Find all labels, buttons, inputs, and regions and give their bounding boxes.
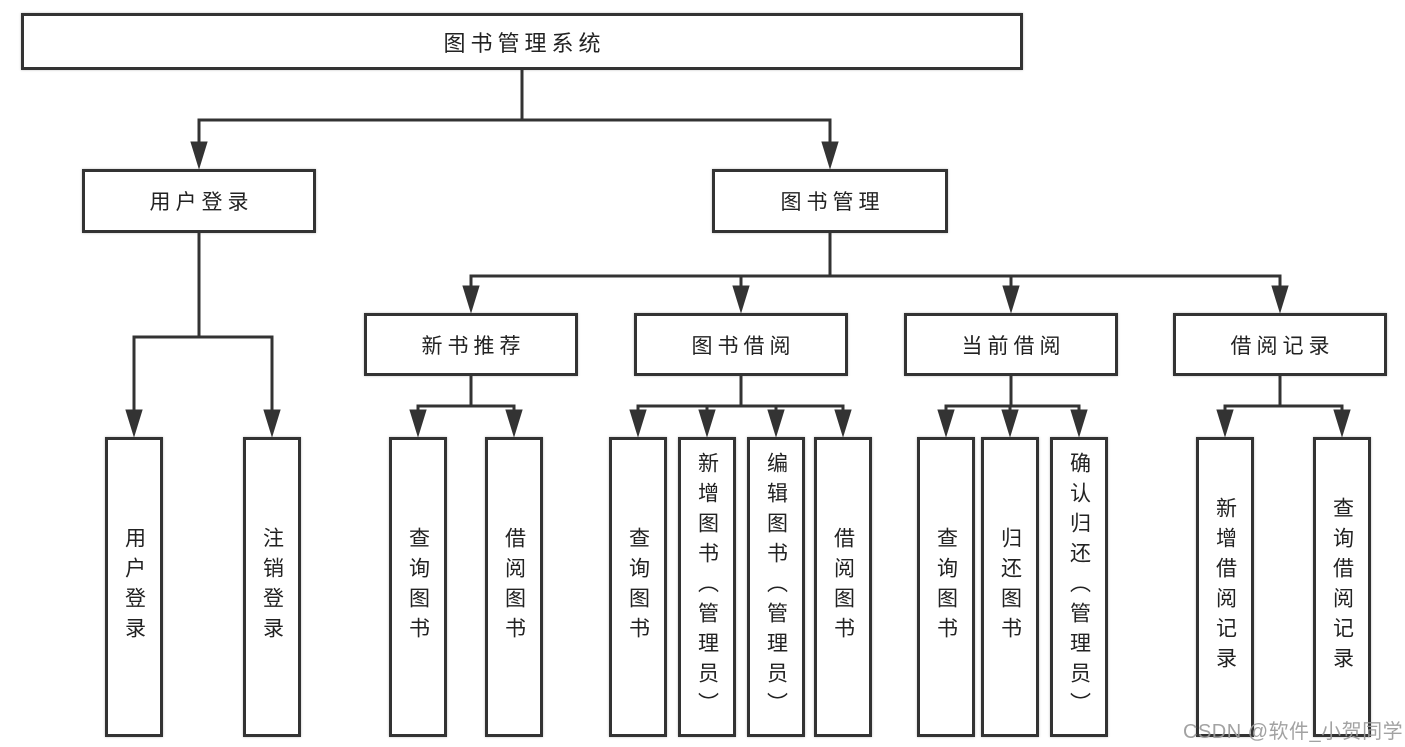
leaf-borrow-edit-book-admin: 编辑图书（管理员）: [747, 437, 805, 737]
leaf-recommend-borrow-book: 借阅图书: [485, 437, 543, 737]
node-new-book-recommend-label: 新书推荐: [421, 334, 526, 358]
node-book-borrow-label: 图书借阅: [691, 334, 796, 358]
connector-recommend-to-leaves: [409, 375, 523, 438]
node-book-borrow: 图书借阅: [634, 313, 848, 376]
leaf-borrow-borrow-book: 借阅图书: [814, 437, 872, 737]
leaf-borrow-query-book: 查询图书: [609, 437, 667, 737]
watermark: CSDN @软件_小贺同学: [1183, 721, 1404, 743]
node-user-login: 用户登录: [82, 169, 316, 233]
leaf-recommend-query-book: 查询图书: [389, 437, 447, 737]
leaf-logout: 注销登录: [243, 437, 301, 737]
leaf-borrow-query-book-label: 查询图书: [626, 527, 650, 647]
leaf-recommend-query-book-label: 查询图书: [406, 527, 430, 647]
leaf-borrow-add-book-admin: 新增图书（管理员）: [678, 437, 736, 737]
leaf-borrow-edit-book-admin-label: 编辑图书（管理员）: [764, 452, 788, 722]
leaf-borrow-borrow-book-label: 借阅图书: [831, 527, 855, 647]
leaf-record-query-record-label: 查询借阅记录: [1330, 497, 1354, 677]
connector-root-to-level2: [190, 69, 839, 170]
connector-records-to-leaves: [1216, 375, 1351, 438]
node-book-management: 图书管理: [712, 169, 948, 233]
connector-bookmgmt-to-level3: [462, 232, 1289, 314]
node-book-management-label: 图书管理: [780, 191, 885, 214]
leaf-user-login-label: 用户登录: [122, 527, 146, 647]
leaf-record-add-record: 新增借阅记录: [1196, 437, 1254, 737]
leaf-current-confirm-return-admin-label: 确认归还（管理员）: [1067, 452, 1091, 722]
leaf-user-login: 用户登录: [105, 437, 163, 737]
node-user-login-label: 用户登录: [149, 191, 254, 214]
node-borrow-records-label: 借阅记录: [1230, 334, 1335, 358]
leaf-current-confirm-return-admin: 确认归还（管理员）: [1050, 437, 1108, 737]
node-new-book-recommend: 新书推荐: [364, 313, 578, 376]
leaf-borrow-add-book-admin-label: 新增图书（管理员）: [695, 452, 719, 722]
leaf-current-query-book: 查询图书: [917, 437, 975, 737]
leaf-current-return-book-label: 归还图书: [998, 527, 1022, 647]
leaf-record-query-record: 查询借阅记录: [1313, 437, 1371, 737]
node-root-label: 图书管理系统: [443, 30, 606, 56]
leaf-record-add-record-label: 新增借阅记录: [1213, 497, 1237, 677]
node-root: 图书管理系统: [21, 13, 1023, 70]
connector-userlogin-to-leaves: [125, 232, 281, 438]
node-current-borrow: 当前借阅: [904, 313, 1118, 376]
connector-current-to-leaves: [937, 375, 1088, 438]
leaf-current-query-book-label: 查询图书: [934, 527, 958, 647]
leaf-current-return-book: 归还图书: [981, 437, 1039, 737]
node-current-borrow-label: 当前借阅: [961, 334, 1066, 358]
connector-borrow-to-leaves: [629, 375, 852, 438]
leaf-logout-label: 注销登录: [260, 527, 284, 647]
node-borrow-records: 借阅记录: [1173, 313, 1387, 376]
leaf-recommend-borrow-book-label: 借阅图书: [502, 527, 526, 647]
